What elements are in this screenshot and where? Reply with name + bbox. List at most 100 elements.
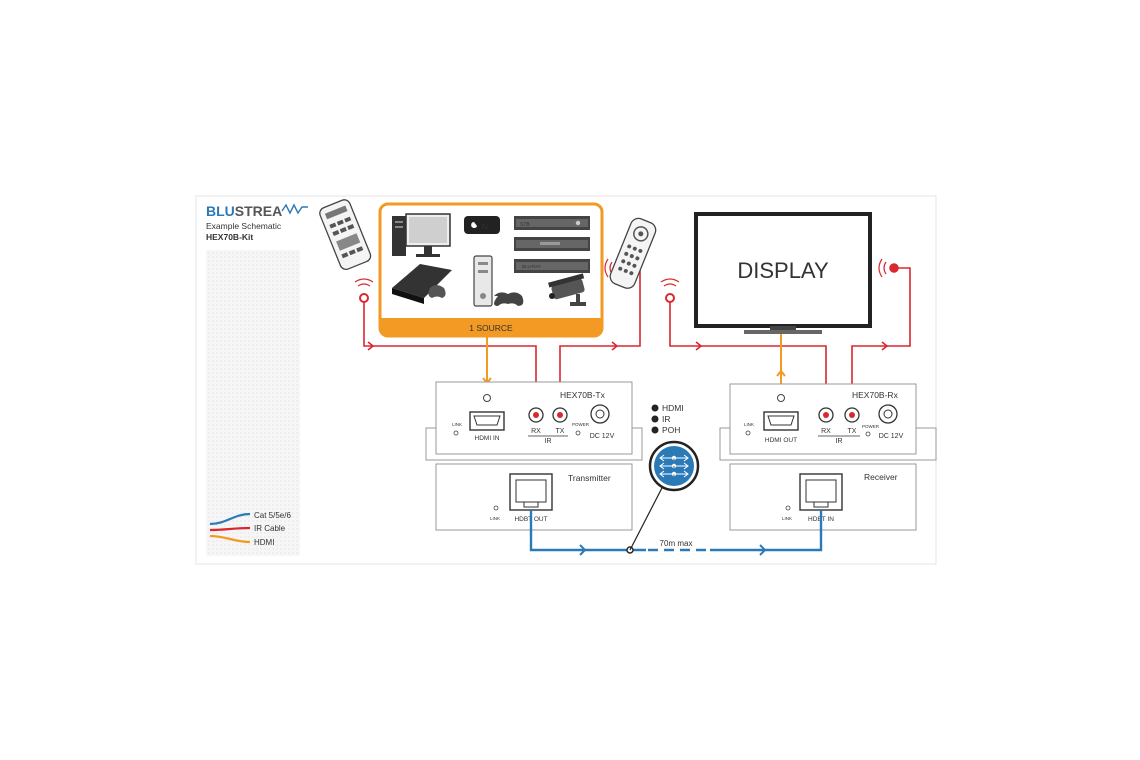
legend-label-cat: Cat 5/5e/6 xyxy=(254,511,291,520)
tx-rear-link-label: LINK xyxy=(490,516,500,521)
tx-dc-jack[interactable] xyxy=(590,404,610,424)
rx-role: Receiver xyxy=(864,472,898,482)
brand-logo-prefix: BLU xyxy=(206,203,235,219)
rx-hdmi-port[interactable] xyxy=(763,411,799,431)
rx-link-led xyxy=(745,430,751,436)
remote-control-icon xyxy=(319,199,372,271)
rx-rear-link-label: LINK xyxy=(782,516,792,521)
computer-icon xyxy=(392,213,451,257)
cat-arrow xyxy=(579,544,587,556)
source-group: 1 SOURCE tv STB BLU-RA xyxy=(378,202,604,338)
rx-link-label: LINK xyxy=(744,422,754,427)
brand-panel-fill xyxy=(206,250,300,556)
signal-callout: A B C A HDMI B IR C POH xyxy=(648,403,700,492)
rx-screw xyxy=(777,394,785,402)
tx-screw xyxy=(483,394,491,402)
brand-panel: BLUSTREA Example Schematic HEX70B-Kit Ca… xyxy=(206,203,308,556)
rx-power-led xyxy=(865,431,871,437)
cctv-camera-icon xyxy=(548,273,586,306)
cat-cable xyxy=(529,510,823,552)
ir-arrow xyxy=(695,341,703,351)
tx-dc-label: DC 12V xyxy=(590,433,615,440)
cat-cable-left xyxy=(529,510,646,552)
svg-text:C: C xyxy=(653,428,657,433)
ir-arrow xyxy=(367,341,375,351)
brand-logo-suffix: STREA xyxy=(235,203,282,219)
tx-rx-label: RX xyxy=(531,428,541,435)
rx-dc-jack[interactable] xyxy=(878,404,898,424)
receiver-unit: HEX70B-Rx HDMI OUT LINK RX TX IR POWER D… xyxy=(719,383,937,531)
tx-ir-label: IR xyxy=(545,438,552,445)
xbox-icon xyxy=(473,255,524,307)
rx-model: HEX70B-Rx xyxy=(852,390,899,400)
ir-arrow xyxy=(611,341,619,351)
cat-arrows xyxy=(579,544,767,556)
svg-text:B: B xyxy=(653,417,656,422)
ir-receiver-eye xyxy=(359,293,369,303)
distance-label: 70m max xyxy=(660,539,693,548)
tx-model: HEX70B-Tx xyxy=(560,390,606,400)
display-screen xyxy=(694,212,872,328)
signal-label-hdmi: HDMI xyxy=(662,403,684,413)
rx-dc-label: DC 12V xyxy=(879,433,904,440)
ir-wave-icon xyxy=(878,258,887,278)
bluray-label: BLU-RAY xyxy=(522,264,541,269)
tx-link-label: LINK xyxy=(452,422,462,427)
rx-hdmi-label: HDMI OUT xyxy=(765,437,797,444)
svg-text:A: A xyxy=(653,406,656,411)
transmitter-unit: HEX70B-Tx HDMI IN LINK RX TX IR POWER DC… xyxy=(425,381,643,531)
signal-label-ir: IR xyxy=(662,414,671,424)
legend-line-cat xyxy=(209,512,251,526)
cat-cable-right xyxy=(710,510,823,552)
set-top-box-icon: STB BLU-RAY xyxy=(514,216,590,273)
remote-control-icon xyxy=(609,217,657,289)
ir-receiver-eye xyxy=(665,293,675,303)
display-group: DISPLAY xyxy=(694,212,872,334)
tx-power-label: POWER xyxy=(572,422,590,427)
rx-rx-label: RX xyxy=(821,428,831,435)
display-stand xyxy=(770,326,796,330)
tx-tx-label: TX xyxy=(556,428,565,435)
tx-link-led xyxy=(453,430,459,436)
cable-callout-line xyxy=(629,483,665,551)
brand-logo-wave xyxy=(281,203,308,215)
display-label: DISPLAY xyxy=(737,258,829,283)
tx-hdmi-port[interactable] xyxy=(469,411,505,431)
ir-wave-icon xyxy=(354,278,374,287)
display-base xyxy=(744,330,822,334)
tx-role: Transmitter xyxy=(568,473,611,483)
ir-arrows xyxy=(367,341,889,351)
svg-text:C: C xyxy=(673,473,676,477)
tx-rear-led xyxy=(493,505,499,511)
ir-cables xyxy=(363,267,911,410)
rx-tx-label: TX xyxy=(848,428,857,435)
source-label: 1 SOURCE xyxy=(469,323,513,333)
brand-logo: BLUSTREA xyxy=(206,203,282,219)
ir-cable-rx-rx xyxy=(669,298,827,410)
legend-label-hdmi: HDMI xyxy=(254,538,274,547)
cat-arrow xyxy=(759,544,767,556)
game-console-icon xyxy=(392,264,452,304)
legend-line-hdmi xyxy=(209,534,251,544)
stb-label: STB xyxy=(520,222,530,228)
ir-arrow xyxy=(881,341,889,351)
brand-subtitle: Example Schematic xyxy=(206,221,282,231)
source-banner xyxy=(380,318,602,336)
tx-hdmi-label: HDMI IN xyxy=(475,435,500,442)
tx-power-led xyxy=(575,430,581,436)
ir-cable-tx-rx xyxy=(363,298,537,410)
legend-label-ir: IR Cable xyxy=(254,524,286,533)
svg-text:A: A xyxy=(673,457,675,461)
brand-model: HEX70B-Kit xyxy=(206,232,253,242)
legend-line-ir xyxy=(209,526,251,532)
ir-cable-rx-tx xyxy=(851,267,911,410)
legend: Cat 5/5e/6 IR Cable HDMI xyxy=(209,511,291,547)
rx-ir-label: IR xyxy=(836,438,843,445)
rx-power-label: POWER xyxy=(862,424,880,429)
ir-emitter xyxy=(889,263,899,273)
apple-tv-label: tv xyxy=(482,222,488,231)
ir-wave-icon xyxy=(660,278,680,287)
apple-tv-icon: tv xyxy=(464,216,500,234)
svg-text:B: B xyxy=(673,465,675,469)
